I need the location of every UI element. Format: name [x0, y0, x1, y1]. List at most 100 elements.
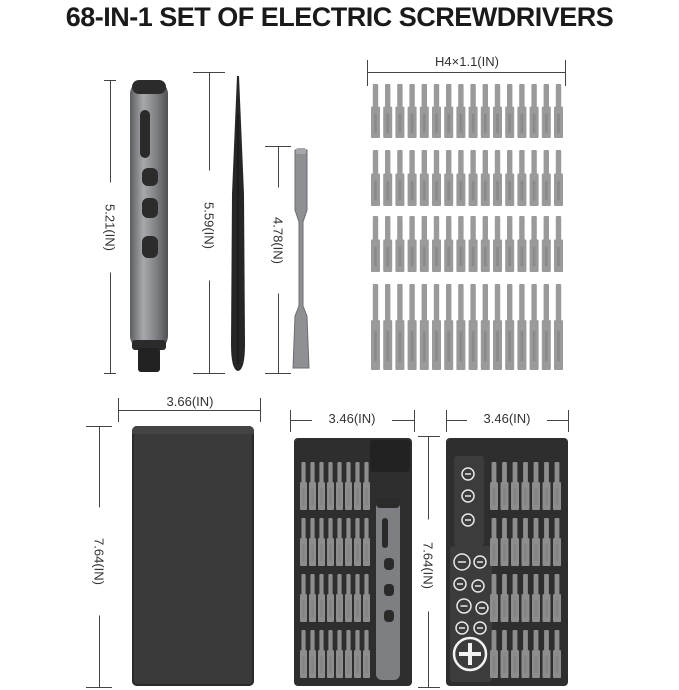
- bit: [541, 216, 551, 272]
- bit: [371, 150, 380, 206]
- screwdriver-length-label: 5.21(IN): [102, 182, 118, 273]
- bit: [336, 462, 343, 510]
- bit: [521, 630, 530, 678]
- bit: [468, 284, 478, 370]
- bit: [318, 518, 325, 566]
- bit: [493, 150, 502, 206]
- bit: [505, 216, 515, 272]
- bit: [345, 574, 352, 622]
- bit: [521, 518, 530, 566]
- dimension-tick: [86, 426, 112, 427]
- bit: [554, 150, 563, 206]
- bit: [383, 216, 393, 272]
- bit: [468, 216, 478, 272]
- bit: [532, 574, 540, 622]
- bit: [318, 574, 325, 622]
- bit: [309, 574, 316, 622]
- bit: [505, 284, 515, 370]
- bit-type-icon: [471, 579, 485, 593]
- bit: [336, 518, 343, 566]
- bit: [490, 574, 498, 622]
- bit: [517, 284, 527, 370]
- bit: [345, 462, 352, 510]
- dimension-tick: [446, 410, 447, 432]
- bit: [542, 462, 551, 510]
- bit: [480, 284, 490, 370]
- bit: [383, 150, 393, 206]
- bit-set-rows: [371, 84, 563, 370]
- bit: [490, 518, 498, 566]
- bit: [363, 462, 370, 510]
- dimension-tick: [265, 373, 291, 374]
- dimension-tick: [418, 436, 440, 437]
- dimension-tick: [193, 373, 225, 374]
- bit: [532, 462, 540, 510]
- bit: [493, 84, 502, 138]
- bit: [529, 284, 539, 370]
- bit: [354, 462, 361, 510]
- electric-screwdriver: [130, 80, 168, 372]
- bit: [541, 284, 551, 370]
- bit: [407, 216, 417, 272]
- open-tray-with-screwdriver: [294, 438, 412, 686]
- page-title: 68-IN-1 SET OF ELECTRIC SCREWDRIVERS: [65, 2, 614, 32]
- bit: [456, 216, 466, 272]
- case-height-label: 7.64(IN): [91, 507, 107, 616]
- bit: [309, 518, 316, 566]
- bit-type-icon: [473, 555, 487, 569]
- bit: [395, 84, 405, 138]
- bit: [542, 630, 551, 678]
- bit: [371, 284, 380, 370]
- dimension-tick: [260, 398, 261, 422]
- tray-compartment: [370, 440, 410, 472]
- case-width-label: 3.66(IN): [150, 394, 230, 409]
- bit: [363, 630, 370, 678]
- bit: [432, 284, 441, 370]
- dimension-tick: [418, 687, 440, 688]
- bit: [511, 630, 519, 678]
- bit: [300, 518, 307, 566]
- bit: [541, 84, 551, 138]
- bit: [354, 518, 361, 566]
- bit: [500, 574, 509, 622]
- bit-type-icon: [456, 598, 472, 614]
- bit: [511, 574, 519, 622]
- dimension-tick: [565, 60, 566, 86]
- bit: [444, 84, 454, 138]
- bit: [480, 84, 490, 138]
- bit: [480, 216, 490, 272]
- bit: [336, 574, 343, 622]
- bit: [419, 216, 429, 272]
- bit: [517, 84, 527, 138]
- spudger: [292, 148, 310, 369]
- bit: [554, 284, 563, 370]
- tray-height-label: 7.64(IN): [420, 519, 436, 612]
- dimension-tick: [193, 72, 225, 73]
- dimension-tick: [265, 146, 291, 147]
- bit-type-icon: [461, 467, 475, 481]
- bit: [517, 216, 527, 272]
- bit: [511, 462, 519, 510]
- bit: [318, 462, 325, 510]
- case-lid-edge: [132, 426, 254, 434]
- bit: [363, 518, 370, 566]
- bit: [468, 84, 478, 138]
- spudger-length-label: 4.78(IN): [270, 187, 286, 294]
- bit: [383, 284, 393, 370]
- bit: [444, 284, 454, 370]
- bit: [371, 84, 380, 138]
- bit-tray-with-icons: [446, 438, 568, 686]
- dimension-tick: [367, 60, 368, 86]
- bit: [432, 216, 441, 272]
- tweezers: [231, 76, 245, 371]
- bit: [432, 84, 441, 138]
- bit: [336, 630, 343, 678]
- bit: [300, 462, 307, 510]
- bit: [500, 518, 509, 566]
- bit: [407, 284, 417, 370]
- bit: [517, 150, 527, 206]
- bit-dimension-line: [367, 72, 565, 73]
- bit: [383, 84, 393, 138]
- bit: [419, 84, 429, 138]
- bit: [468, 150, 478, 206]
